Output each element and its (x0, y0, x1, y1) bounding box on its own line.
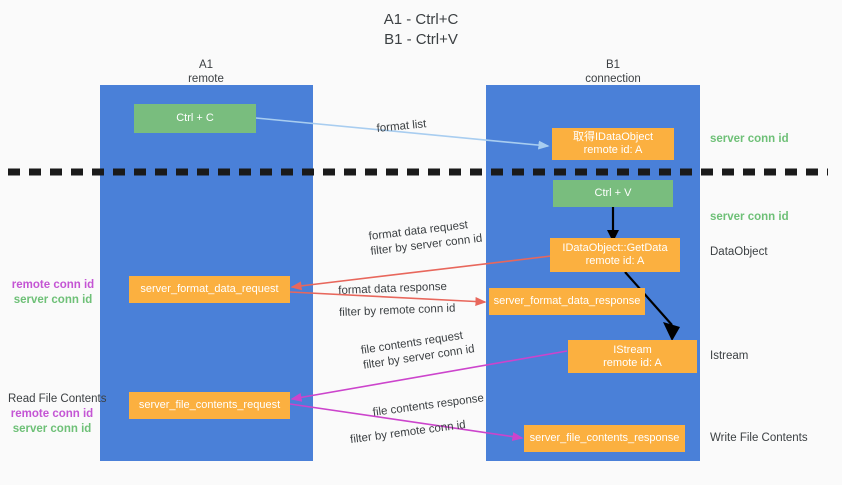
node-istream-line2: remote id: A (603, 356, 662, 369)
node-get-idataobject[interactable]: 取得IDataObject remote id: A (552, 128, 674, 160)
node-istream-line1: IStream (613, 343, 652, 356)
left-label-server-conn-id-b: server conn id (12, 423, 92, 435)
node-server-file-contents-response-label: server_file_contents_response (529, 432, 680, 444)
node-get-idataobject-line2: remote id: A (583, 144, 643, 156)
right-label-write-file-contents: Write File Contents (710, 432, 808, 444)
edge-label-format-data-response-line1: format data response (338, 280, 448, 297)
edge-label-format-data-request: format data request filter by server con… (368, 217, 483, 260)
edge-label-file-contents-request: file contents request filter by server c… (360, 327, 476, 373)
node-ctrl-c-label: Ctrl + C (176, 112, 214, 124)
column-header-b1: B1 connection (513, 58, 713, 86)
column-header-a1-name: A1 (198, 59, 214, 71)
left-label-group-file: Read File Contents remote conn id server… (8, 392, 107, 437)
edge-label-format-list-text: format list (376, 118, 427, 135)
edge-label-file-contents-response: file contents response filter by remote … (349, 391, 488, 446)
diagram-title: A1 - Ctrl+C B1 - Ctrl+V (0, 10, 842, 50)
edge-label-file-contents-response-filter-prefix: filter by (349, 428, 391, 447)
node-server-format-data-request[interactable]: server_format_data_request (129, 276, 290, 303)
right-label-server-conn-id-mid: server conn id (710, 211, 789, 223)
node-server-format-data-request-label: server_format_data_request (140, 283, 279, 295)
title-line-1: A1 - Ctrl+C (383, 11, 459, 28)
node-idataobject-getdata[interactable]: IDataObject::GetData remote id: A (550, 238, 680, 272)
right-label-dataobject: DataObject (710, 246, 768, 258)
left-label-read-file-contents: Read File Contents (8, 393, 107, 405)
right-label-server-conn-id-top: server conn id (710, 133, 789, 145)
edge-label-format-data-response-filter-value: remote conn id (379, 302, 456, 318)
node-server-file-contents-request[interactable]: server_file_contents_request (129, 392, 290, 419)
edge-label-format-data-response: format data response filter by remote co… (338, 280, 456, 321)
node-server-file-contents-response[interactable]: server_file_contents_response (524, 425, 685, 452)
left-label-group-format: remote conn id server conn id (10, 278, 96, 308)
node-ctrl-v-label: Ctrl + V (594, 187, 632, 199)
node-get-idataobject-line1: 取得IDataObject (572, 131, 654, 143)
left-label-remote-conn-id-b: remote conn id (10, 408, 94, 420)
column-header-b1-name: B1 (605, 59, 621, 71)
node-istream[interactable]: IStream remote id: A (568, 340, 697, 373)
node-server-format-data-response-label: server_format_data_response (493, 295, 641, 307)
node-ctrl-c[interactable]: Ctrl + C (134, 104, 256, 133)
right-label-istream: Istream (710, 350, 749, 362)
title-line-2: B1 - Ctrl+V (384, 31, 458, 48)
edge-label-format-data-response-filter-prefix: filter by (338, 305, 380, 319)
column-header-b1-role: connection (585, 73, 641, 85)
left-label-remote-conn-id-a: remote conn id (11, 279, 95, 291)
node-idataobject-getdata-line1: IDataObject::GetData (562, 242, 668, 254)
column-header-a1-role: remote (188, 73, 224, 85)
node-server-format-data-response[interactable]: server_format_data_response (489, 288, 645, 315)
edge-label-format-data-request-filter-prefix: filter by (369, 241, 412, 258)
edge-label-file-contents-response-filter-value: remote conn id (389, 418, 467, 441)
left-label-server-conn-id-a: server conn id (13, 294, 93, 306)
node-server-file-contents-request-label: server_file_contents_request (138, 399, 281, 411)
column-header-a1: A1 remote (106, 58, 306, 86)
node-ctrl-v[interactable]: Ctrl + V (553, 180, 673, 207)
node-idataobject-getdata-line2: remote id: A (585, 255, 645, 267)
edge-label-format-list: format list (376, 117, 427, 137)
edge-label-file-contents-response-line1: file contents response (372, 392, 485, 419)
